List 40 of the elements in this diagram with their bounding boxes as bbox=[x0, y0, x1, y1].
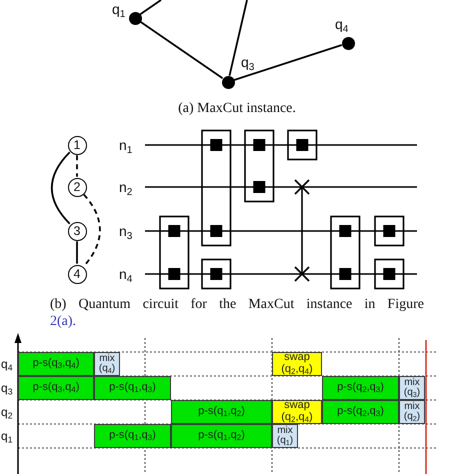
vertex-label: q$_{4}$ bbox=[335, 16, 348, 33]
edge-line bbox=[234, 44, 342, 81]
task-block: mix (q$_{4}$) bbox=[94, 352, 120, 376]
vertex-circle: 2 bbox=[68, 178, 86, 196]
edge-line bbox=[83, 194, 101, 267]
edge-line bbox=[76, 155, 78, 177]
wire-label: n$_{1}$ bbox=[119, 136, 132, 154]
vertex-label: q$_{1}$ bbox=[112, 1, 126, 18]
vertex-circle: 1 bbox=[68, 136, 86, 154]
task-block: p-s(q$_{1}$,q$_{3}$) bbox=[94, 376, 171, 400]
vertex-circle: 3 bbox=[68, 222, 86, 240]
task-block: p-s(q$_{1}$,q$_{2}$) bbox=[171, 400, 272, 424]
figure-caption: (b) Quantum circuit for the MaxCut instance in Figure 2(a). bbox=[50, 296, 424, 330]
edge-line bbox=[76, 241, 78, 264]
vertex-circle: 4 bbox=[68, 264, 86, 284]
task-block: swap (q$_{2}$,q$_{4}$) bbox=[272, 400, 322, 424]
row-label: q$_{3}$ bbox=[1, 380, 12, 396]
edge-line bbox=[140, 0, 162, 16]
task-block: p-s(q$_{1}$,q$_{2}$) bbox=[171, 424, 272, 448]
row-label: q$_{2}$ bbox=[1, 404, 12, 420]
row-label: q$_{1}$ bbox=[1, 428, 12, 444]
figure-caption: (a) MaxCut instance. bbox=[178, 100, 296, 117]
task-block: mix (q$_{2}$) bbox=[399, 400, 425, 424]
vertex-label: q$_{3}$ bbox=[241, 54, 254, 71]
wire-label: n$_{2}$ bbox=[119, 178, 132, 196]
task-block: p-s(q$_{3}$,q$_{4}$) bbox=[18, 352, 94, 376]
task-block: p-s(q$_{2}$,q$_{3}$) bbox=[322, 376, 399, 400]
wire-label: n$_{3}$ bbox=[119, 222, 132, 240]
task-block: mix (q$_{3}$) bbox=[399, 376, 425, 400]
task-block: p-s(q$_{1}$,q$_{3}$) bbox=[94, 424, 171, 448]
edge-line bbox=[228, 0, 248, 76]
figure-link: 2(a). bbox=[50, 313, 76, 330]
wire-label: n$_{4}$ bbox=[119, 266, 132, 282]
task-block: p-s(q$_{2}$,q$_{3}$) bbox=[322, 400, 399, 424]
row-label: q$_{4}$ bbox=[1, 356, 12, 372]
task-block: p-s(q$_{3}$,q$_{4}$) bbox=[18, 376, 94, 400]
edge-line bbox=[140, 20, 224, 80]
task-block: mix (q$_{1}$) bbox=[272, 424, 298, 448]
task-block: swap (q$_{2}$,q$_{4}$) bbox=[272, 352, 322, 376]
edge-line bbox=[51, 152, 70, 224]
